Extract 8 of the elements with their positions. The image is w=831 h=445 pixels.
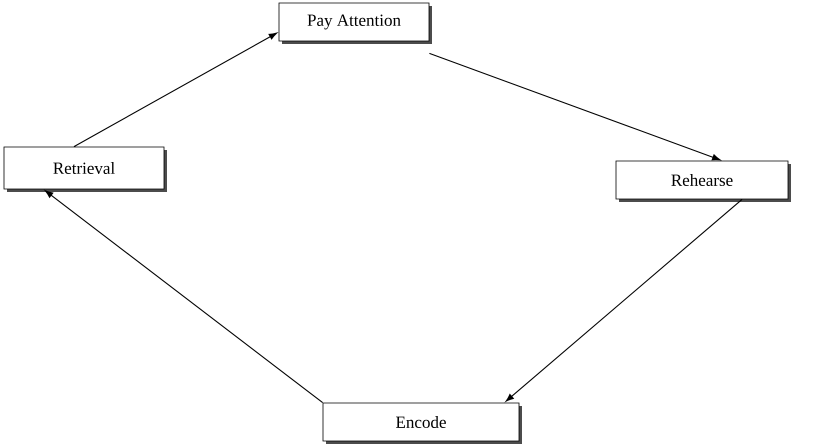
arrow	[74, 32, 278, 148]
process-box: Retrieval	[4, 146, 167, 192]
process-box: Pay Attention	[278, 2, 432, 44]
arrow	[44, 190, 323, 404]
arrow	[429, 52, 720, 160]
arrow	[506, 198, 742, 402]
process-box: Encode	[322, 402, 522, 444]
process-box: Rehearse	[616, 160, 791, 202]
